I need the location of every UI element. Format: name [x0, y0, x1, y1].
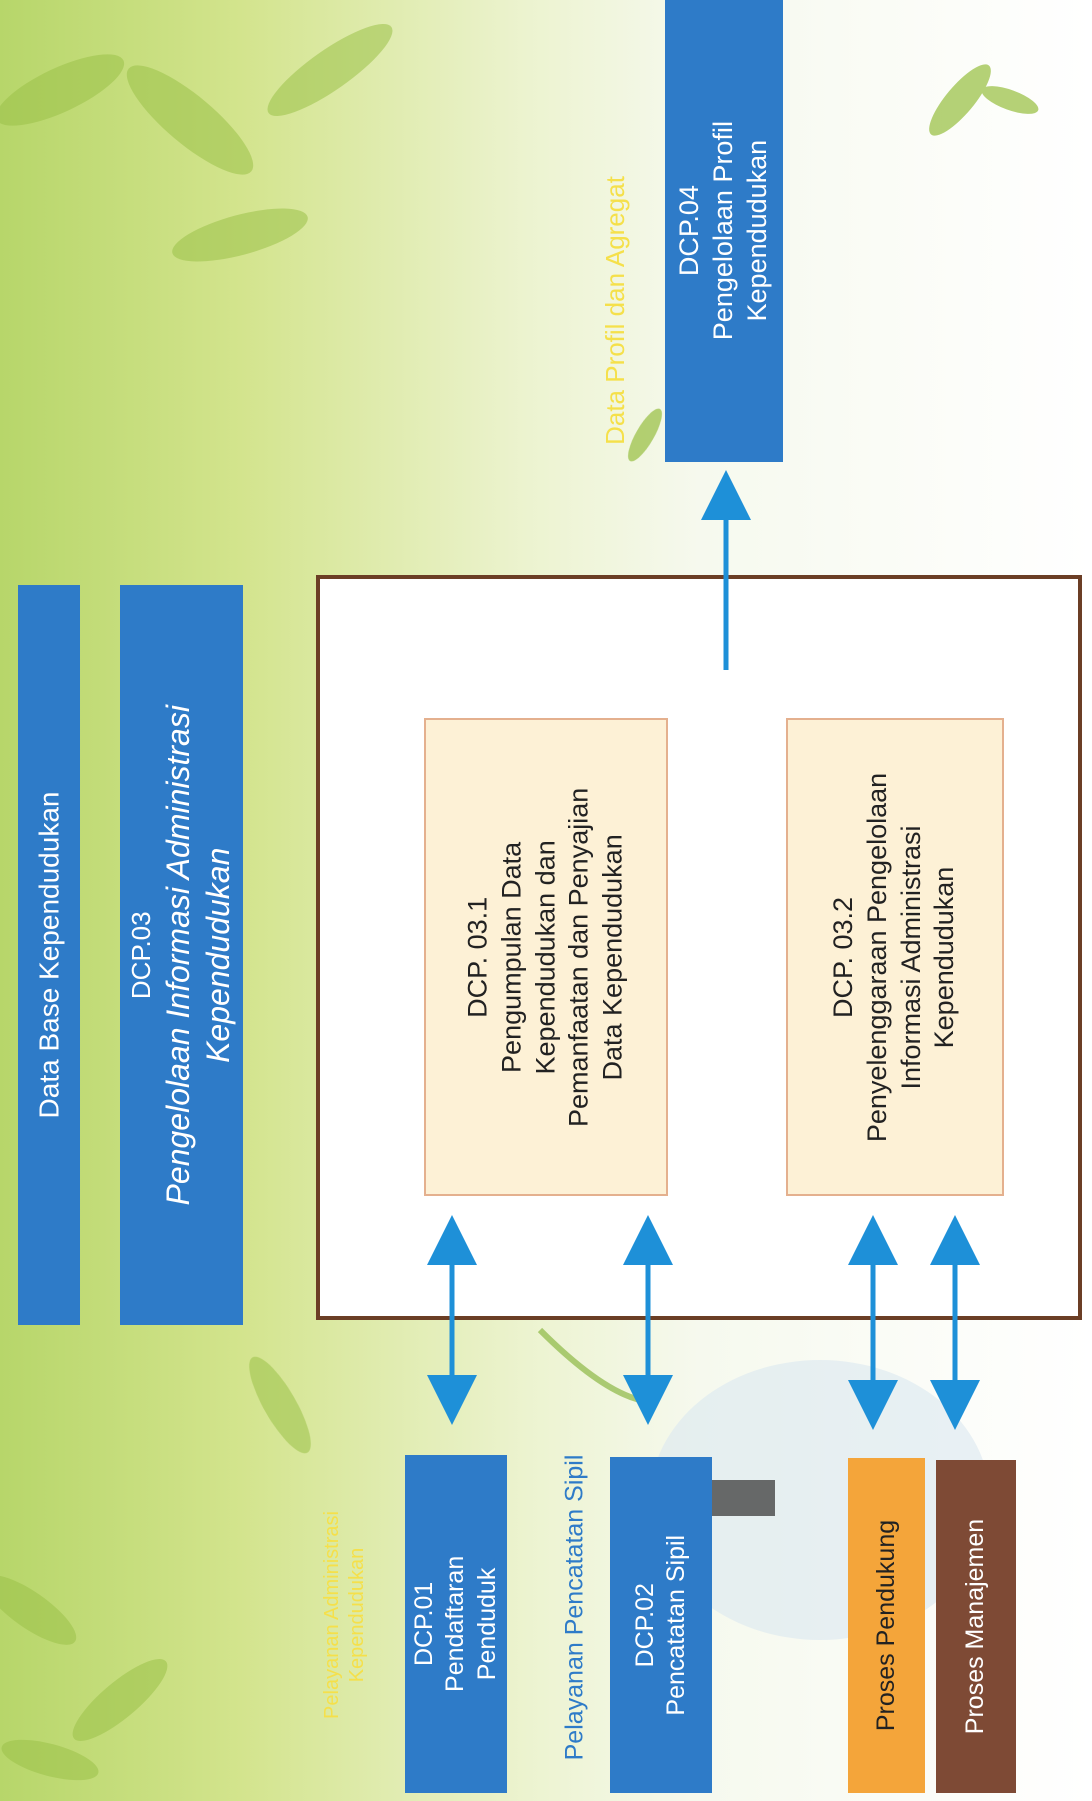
dcp01-box: DCP.01 Pendaftaran Penduduk	[405, 1455, 507, 1793]
pelayanan-adminduk-label-box: Pelayanan Administrasi Kependudukan	[310, 1440, 380, 1790]
dcp02-line1: Pencatatan Sipil	[662, 1534, 690, 1716]
pelayanan-capil-label-box: Pelayanan Pencatatan Sipil	[552, 1420, 598, 1795]
proses-manajemen-box: Proses Manajemen	[936, 1460, 1016, 1793]
dcp04-box: DCP.04 Pengelolaan Profil Kependudukan	[665, 0, 783, 462]
pelayanan-capil-label: Pelayanan Pencatatan Sipil	[560, 1454, 589, 1761]
database-kependudukan-box: Data Base Kependudukan	[18, 585, 80, 1325]
dcp01-code: DCP.01	[410, 1581, 439, 1667]
dcp02-code: DCP.02	[630, 1582, 659, 1668]
proses-pendukung-box: Proses Pendukung	[848, 1458, 925, 1793]
dcp032-box: DCP. 03.2 Penyelenggaraan Pengelolaan In…	[786, 718, 1004, 1196]
pelayanan-adminduk-line2: Kependudukan	[346, 1547, 369, 1683]
dcp01-line2: Penduduk	[472, 1567, 501, 1681]
pelayanan-adminduk-line1: Pelayanan Administrasi	[321, 1511, 344, 1719]
dcp031-box: DCP. 03.1 Pengumpulan Data Kependudukan …	[424, 718, 668, 1196]
dcp01-line1: Pendaftaran	[441, 1555, 470, 1693]
proses-pendukung-label: Proses Pendukung	[872, 1519, 901, 1732]
proses-manajemen-label: Proses Manajemen	[961, 1518, 990, 1735]
dcp02-box: DCP.02 Pencatatan Sipil	[610, 1457, 712, 1793]
dcp03-box: DCP.03 Pengelolaan Informasi Administras…	[120, 585, 243, 1325]
